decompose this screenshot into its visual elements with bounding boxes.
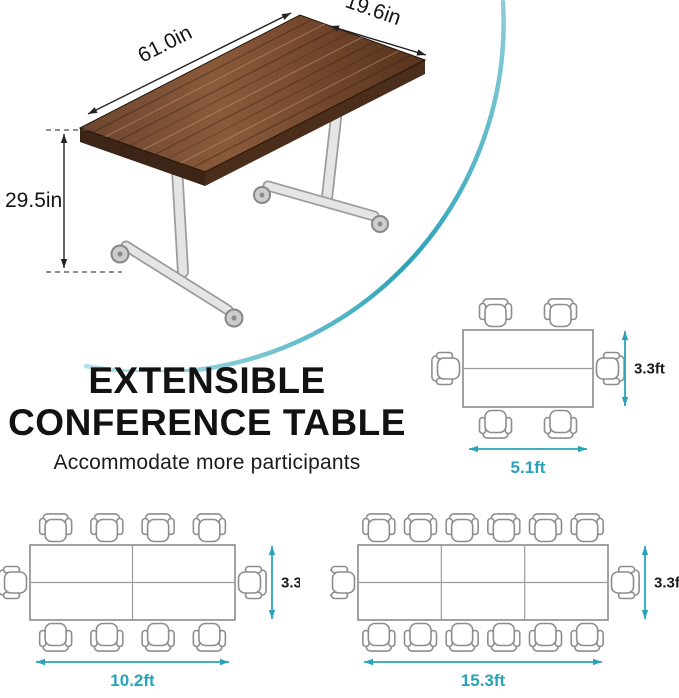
chair-icon: [543, 298, 578, 328]
layout-diagram-14-seats: 3.3ft 15.3ft: [326, 500, 679, 698]
chair-icon: [326, 565, 356, 600]
arrowhead-icon: [281, 13, 291, 20]
chair-icon: [38, 622, 73, 652]
arrowhead-icon: [641, 610, 649, 619]
arrowhead-icon: [36, 658, 45, 666]
arrowhead-icon: [220, 658, 229, 666]
depth-dimension-label: 3.3ft: [634, 361, 665, 378]
arrowhead-icon: [268, 610, 276, 619]
arrowhead-icon: [268, 546, 276, 555]
layout-svg: 3.3ft 5.1ft: [431, 298, 665, 477]
chair-icon: [192, 622, 227, 652]
width-dimension-label: 10.2ft: [110, 671, 155, 690]
layout-svg: 3.3ft 15.3ft: [326, 513, 679, 690]
chair-icon: [487, 513, 521, 543]
layout-diagram-6-seats: 3.3ft 5.1ft: [425, 288, 675, 486]
arrowhead-icon: [469, 445, 478, 453]
headline-line1: EXTENSIBLE: [88, 360, 326, 401]
decorative-arc: [83, 0, 506, 372]
dimension-line: [329, 25, 427, 56]
arrowhead-icon: [578, 445, 587, 453]
caster-wheel-icon: [253, 186, 271, 204]
caster-wheel-icon: [371, 215, 389, 233]
chair-icon: [445, 622, 479, 652]
chair-icon: [478, 298, 513, 328]
chair-icon: [570, 513, 604, 543]
chair-icon: [237, 565, 267, 600]
chair-icon: [610, 565, 640, 600]
arrowhead-icon: [60, 134, 68, 143]
chair-icon: [528, 513, 563, 543]
dimension-line: [87, 12, 292, 115]
table-width-label: 61.0in: [134, 21, 195, 67]
chair-icon: [362, 513, 396, 543]
arrowhead-icon: [60, 259, 68, 268]
chair-icon: [403, 513, 438, 543]
caster-wheel-icon: [110, 244, 130, 264]
chair-icon: [595, 351, 625, 386]
chair-icon: [141, 513, 175, 543]
tabletop: [78, 14, 427, 186]
headline-block: EXTENSIBLE CONFERENCE TABLE Accommodate …: [0, 360, 414, 475]
caster-wheel-icon: [224, 308, 244, 328]
layout-svg: 3.3ft 10.2ft: [0, 513, 312, 690]
arrowhead-icon: [641, 546, 649, 555]
chair-icon: [90, 622, 124, 652]
chair-icon: [487, 622, 521, 652]
chair-icon: [141, 622, 175, 652]
chair-icon: [403, 622, 438, 652]
chair-icon: [528, 622, 563, 652]
arrowhead-icon: [88, 107, 98, 114]
chair-icon: [192, 513, 227, 543]
table-3d-illustration: 61.0in 19.6in 29.5in: [5, 0, 506, 372]
chair-icon: [543, 409, 578, 439]
arrowhead-icon: [364, 658, 373, 666]
arrowhead-icon: [621, 331, 629, 340]
chair-icon: [38, 513, 73, 543]
chair-icon: [90, 513, 124, 543]
chair-icon: [570, 622, 604, 652]
depth-dimension-label: 3.3ft: [281, 575, 300, 592]
headline-line2: CONFERENCE TABLE: [8, 402, 406, 444]
arrowhead-icon: [593, 658, 602, 666]
table-height-label: 29.5in: [5, 189, 62, 212]
layout-diagram-10-seats: 3.3ft 10.2ft: [0, 500, 312, 698]
depth-dimension-label: 3.3ft: [654, 575, 679, 592]
arrowhead-icon: [330, 25, 340, 32]
headline-subtitle: Accommodate more participants: [53, 451, 361, 475]
width-dimension-label: 15.3ft: [461, 671, 506, 690]
chair-icon: [362, 622, 396, 652]
width-dimension-label: 5.1ft: [511, 458, 546, 477]
chair-icon: [478, 409, 513, 439]
chair-icon: [0, 565, 28, 600]
arrowhead-icon: [416, 49, 426, 56]
chair-icon: [445, 513, 479, 543]
arrowhead-icon: [621, 397, 629, 406]
table-depth-label: 19.6in: [342, 0, 404, 30]
wood-grain: [92, 18, 413, 169]
chair-icon: [431, 351, 461, 386]
